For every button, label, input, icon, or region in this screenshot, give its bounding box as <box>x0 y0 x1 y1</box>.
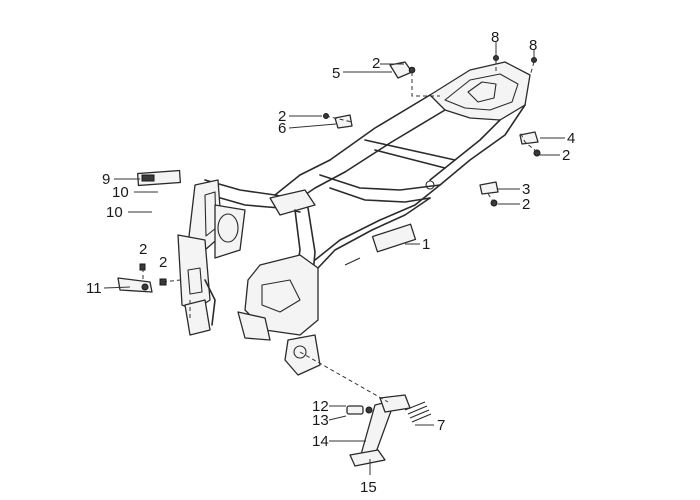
callout-8-right: 8 <box>529 37 537 54</box>
callout-2-mid-left: 2 <box>278 108 286 125</box>
assembly-lines <box>142 60 538 403</box>
callout-6: 6 <box>278 120 286 137</box>
part-9-plate <box>136 169 182 187</box>
callout-13: 13 <box>312 412 329 429</box>
rear-frame <box>274 61 531 269</box>
callout-4: 4 <box>567 130 575 147</box>
callout-labels: 2 5 8 8 2 6 4 2 3 2 1 9 10 10 2 2 11 12 … <box>86 29 575 496</box>
callout-15: 15 <box>360 479 377 496</box>
callout-11: 11 <box>86 280 102 297</box>
callout-7: 7 <box>437 417 445 434</box>
callout-5: 5 <box>332 65 340 82</box>
main-frame <box>204 179 321 376</box>
callout-2-top: 2 <box>372 55 380 72</box>
side-stand <box>346 394 432 467</box>
callout-3: 3 <box>522 181 530 198</box>
callout-14: 14 <box>312 433 329 450</box>
leader-lines <box>103 42 565 475</box>
callout-2-left-a: 2 <box>139 241 147 258</box>
callout-2-left-b: 2 <box>159 254 167 271</box>
callout-12: 12 <box>312 398 329 415</box>
steering-head <box>177 179 246 336</box>
callout-1: 1 <box>422 236 430 253</box>
callout-8-left: 8 <box>491 29 499 46</box>
callout-10-lower: 10 <box>106 204 123 221</box>
callout-9: 9 <box>102 171 110 188</box>
callout-2-right-upper: 2 <box>562 147 570 164</box>
callout-2-right-lower: 2 <box>522 196 530 213</box>
callout-10-upper: 10 <box>112 184 129 201</box>
